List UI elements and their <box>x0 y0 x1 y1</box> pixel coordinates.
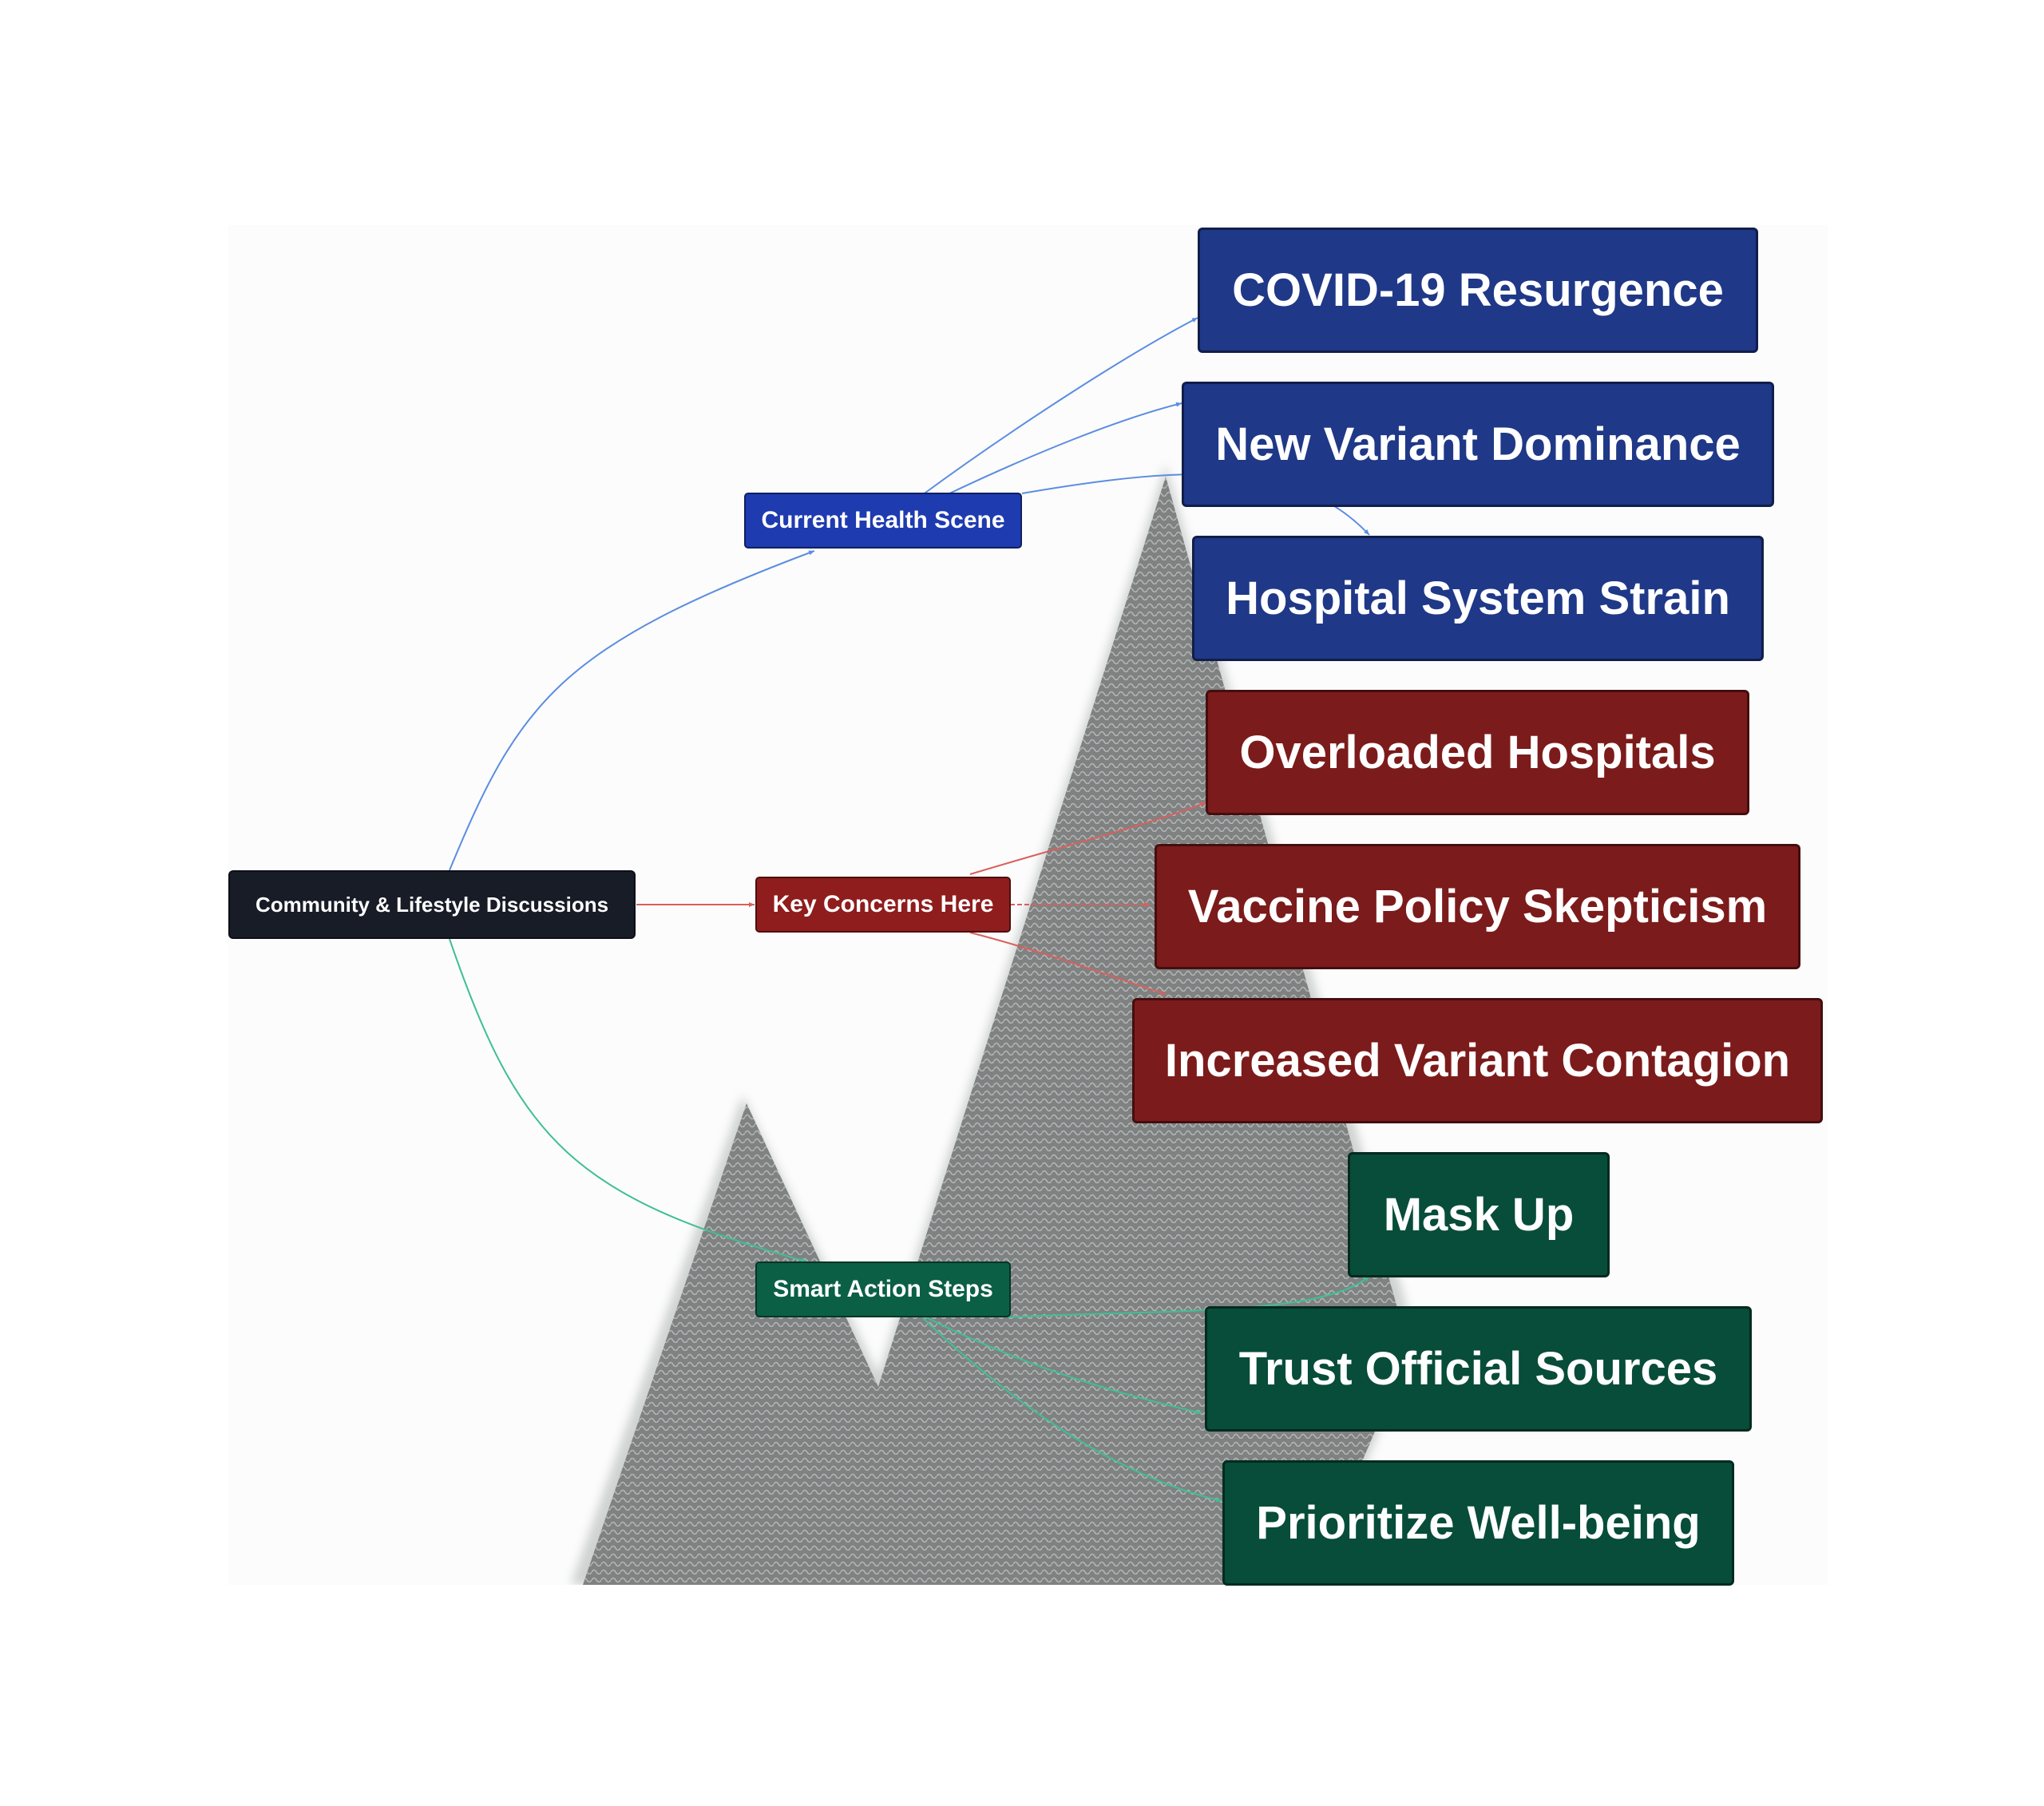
leaf-node-trust-official-sources[interactable]: Trust Official Sources <box>1205 1306 1752 1432</box>
root-node-label: Community & Lifestyle Discussions <box>255 892 609 917</box>
branch-label-concerns: Key Concerns Here <box>772 891 994 917</box>
leaf-node-prioritize-well-being[interactable]: Prioritize Well-being <box>1222 1460 1734 1586</box>
leaf-label-hospital-system-strain: Hospital System Strain <box>1226 572 1730 624</box>
branch-node-actions[interactable]: Smart Action Steps <box>755 1261 1011 1317</box>
leaf-node-hospital-system-strain[interactable]: Hospital System Strain <box>1192 536 1764 661</box>
branch-label-actions: Smart Action Steps <box>773 1276 993 1302</box>
branch-node-health[interactable]: Current Health Scene <box>744 493 1022 549</box>
leaf-node-new-variant-dominance[interactable]: New Variant Dominance <box>1182 382 1774 507</box>
leaf-node-vaccine-policy-skepticism[interactable]: Vaccine Policy Skepticism <box>1155 844 1800 969</box>
leaf-label-new-variant-dominance: New Variant Dominance <box>1215 418 1741 470</box>
root-node[interactable]: Community & Lifestyle Discussions <box>228 870 636 939</box>
leaf-node-mask-up[interactable]: Mask Up <box>1348 1152 1610 1277</box>
leaf-label-overloaded-hospitals: Overloaded Hospitals <box>1239 727 1716 778</box>
leaf-label-prioritize-well-being: Prioritize Well-being <box>1256 1497 1701 1549</box>
leaf-node-overloaded-hospitals[interactable]: Overloaded Hospitals <box>1206 690 1749 815</box>
branch-label-health: Current Health Scene <box>761 507 1005 533</box>
leaf-label-trust-official-sources: Trust Official Sources <box>1238 1343 1718 1395</box>
leaf-label-mask-up: Mask Up <box>1383 1189 1575 1241</box>
leaf-label-covid-resurgence: COVID-19 Resurgence <box>1232 264 1724 316</box>
leaf-label-increased-variant-contagion: Increased Variant Contagion <box>1164 1035 1791 1087</box>
branch-node-concerns[interactable]: Key Concerns Here <box>755 877 1011 933</box>
leaf-node-covid-resurgence[interactable]: COVID-19 Resurgence <box>1198 228 1758 353</box>
leaf-label-vaccine-policy-skepticism: Vaccine Policy Skepticism <box>1187 881 1768 933</box>
leaf-node-increased-variant-contagion[interactable]: Increased Variant Contagion <box>1132 998 1823 1123</box>
